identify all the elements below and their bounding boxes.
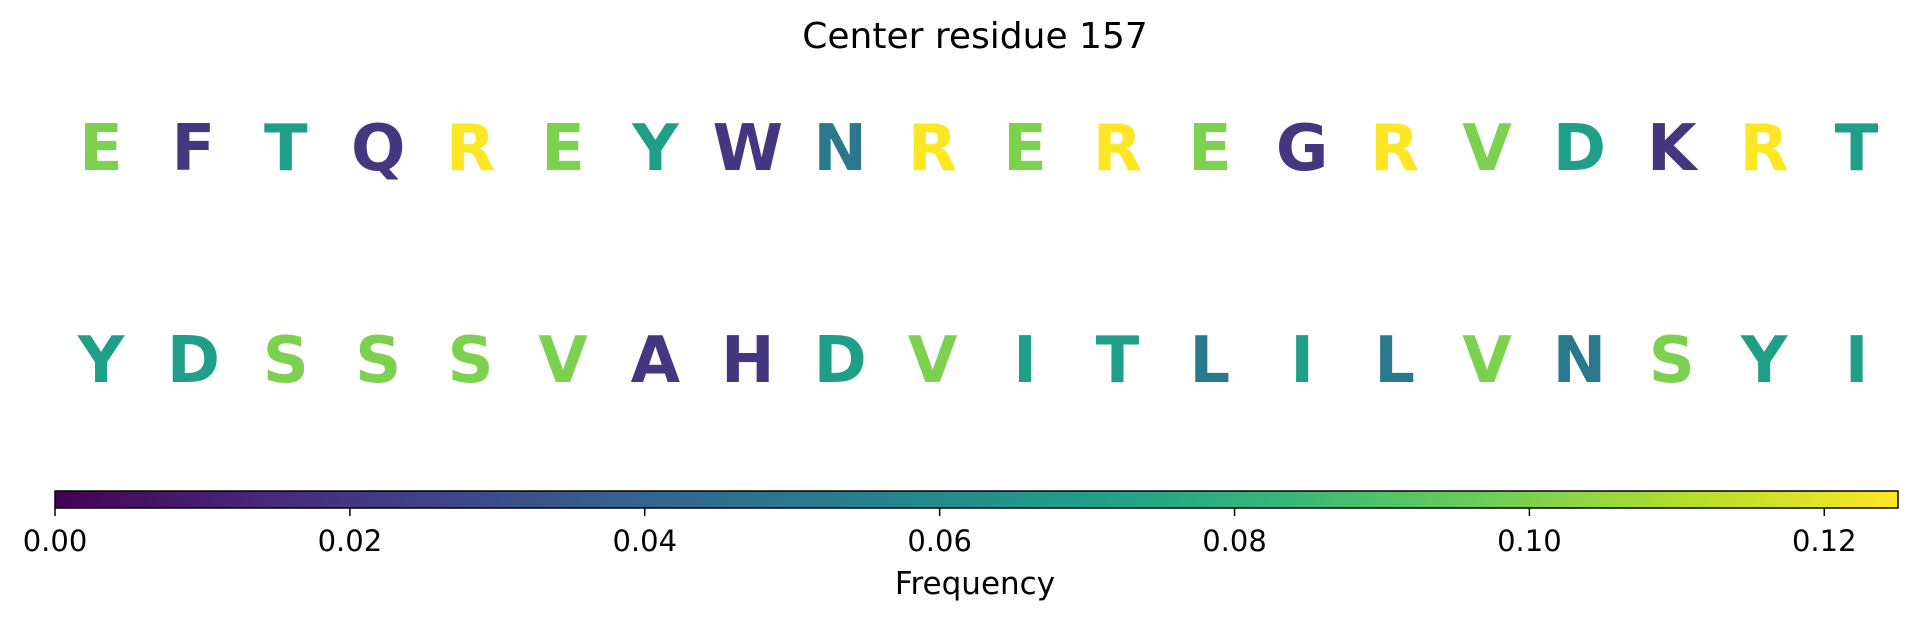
residue-letter: S — [263, 324, 309, 398]
residue-letter: V — [538, 324, 588, 398]
residue-letter: Y — [77, 324, 125, 398]
colorbar-tick-label: 0.08 — [1202, 524, 1267, 558]
residue-letter: T — [264, 112, 308, 186]
residue-letter: T — [1096, 324, 1140, 398]
colorbar: 0.00 0.02 0.04 0.06 0.08 0.10 0.12 Frequency — [23, 490, 1899, 602]
residue-letter: E — [1188, 112, 1232, 186]
residue-letter: G — [1276, 112, 1329, 186]
residue-letter: Q — [351, 112, 405, 186]
residue-letter: R — [446, 112, 495, 186]
residue-letter: D — [814, 324, 867, 398]
residue-letter: W — [713, 112, 784, 186]
colorbar-tick-label: 0.10 — [1497, 524, 1562, 558]
residue-letter: N — [813, 112, 867, 186]
residue-letter: E — [1003, 112, 1047, 186]
residue-letter: I — [1013, 324, 1037, 398]
residue-letter: E — [79, 112, 123, 186]
colorbar-ticks: 0.00 0.02 0.04 0.06 0.08 0.10 0.12 — [23, 508, 1857, 558]
residue-letter: I — [1290, 324, 1314, 398]
residue-letter: S — [355, 324, 401, 398]
residue-letter: V — [1462, 324, 1512, 398]
residue-letter: S — [448, 324, 494, 398]
colorbar-label: Frequency — [895, 566, 1055, 602]
residue-letter: I — [1845, 324, 1869, 398]
residue-letter: A — [631, 324, 681, 398]
residue-letter: D — [1553, 112, 1606, 186]
residue-letter: K — [1647, 112, 1699, 186]
residue-letter: R — [1093, 112, 1142, 186]
residue-letter: L — [1374, 324, 1415, 398]
residue-letter: Y — [1740, 324, 1788, 398]
residue-letter: R — [1370, 112, 1419, 186]
residue-letter: E — [541, 112, 585, 186]
residue-letter: D — [167, 324, 220, 398]
residue-letter: F — [172, 112, 216, 186]
residue-letter: R — [908, 112, 957, 186]
residue-letter: L — [1189, 324, 1230, 398]
colorbar-tick-label: 0.12 — [1792, 524, 1857, 558]
colorbar-tick-label: 0.02 — [318, 524, 383, 558]
residue-letter: H — [721, 324, 775, 398]
residue-letter: V — [1462, 112, 1512, 186]
residue-letter: T — [1835, 112, 1879, 186]
colorbar-gradient — [55, 491, 1898, 508]
chart-title: Center residue 157 — [802, 16, 1148, 57]
colorbar-tick-label: 0.00 — [23, 524, 88, 558]
residue-letter: S — [1649, 324, 1695, 398]
residue-letter: R — [1740, 112, 1789, 186]
residue-letter: Y — [631, 112, 679, 186]
residue-letter: N — [1553, 324, 1607, 398]
colorbar-tick-label: 0.04 — [612, 524, 677, 558]
colorbar-frame — [54, 490, 1899, 509]
colorbar-tick-label: 0.06 — [907, 524, 972, 558]
residue-letter: V — [908, 324, 958, 398]
